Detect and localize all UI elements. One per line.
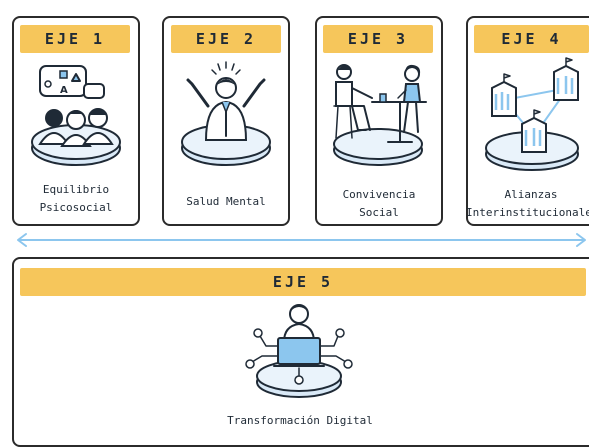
axis-4-caption: Alianzas Interinstitucionales — [466, 186, 589, 222]
axis-1-caption-line1: Equilibrio — [42, 183, 110, 196]
axis-3-caption-line1: Convivencia — [342, 188, 416, 201]
celebrating-person-icon — [181, 61, 271, 166]
axis-3-caption: Convivencia Social — [315, 186, 443, 222]
axis-5-label: EJE 5 — [20, 268, 586, 296]
axis-2-label: EJE 2 — [171, 25, 281, 53]
connected-buildings-icon — [485, 57, 579, 171]
double-arrow-connector — [17, 233, 586, 247]
axis-4-label: EJE 4 — [474, 25, 589, 53]
svg-text:A: A — [60, 85, 68, 96]
axis-1-caption-line2: Psicosocial — [39, 201, 113, 214]
axis-1-label: EJE 1 — [20, 25, 130, 53]
axis-4-caption-line2: Interinstitucionales — [466, 206, 589, 219]
axis-2-caption-line1: Salud Mental — [186, 195, 266, 208]
axis-3-label: EJE 3 — [323, 25, 433, 53]
digital-network-icon — [245, 304, 353, 398]
coffee-meeting-icon — [333, 64, 427, 166]
axis-4-caption-line1: Alianzas — [504, 188, 558, 201]
axis-1-caption: Equilibrio Psicosocial — [12, 181, 140, 217]
axis-3-caption-line2: Social — [359, 206, 399, 219]
axis-5-caption: Transformación Digital — [227, 414, 373, 427]
group-discussion-icon: A — [31, 65, 121, 166]
axis-2-caption: Salud Mental — [162, 193, 290, 211]
